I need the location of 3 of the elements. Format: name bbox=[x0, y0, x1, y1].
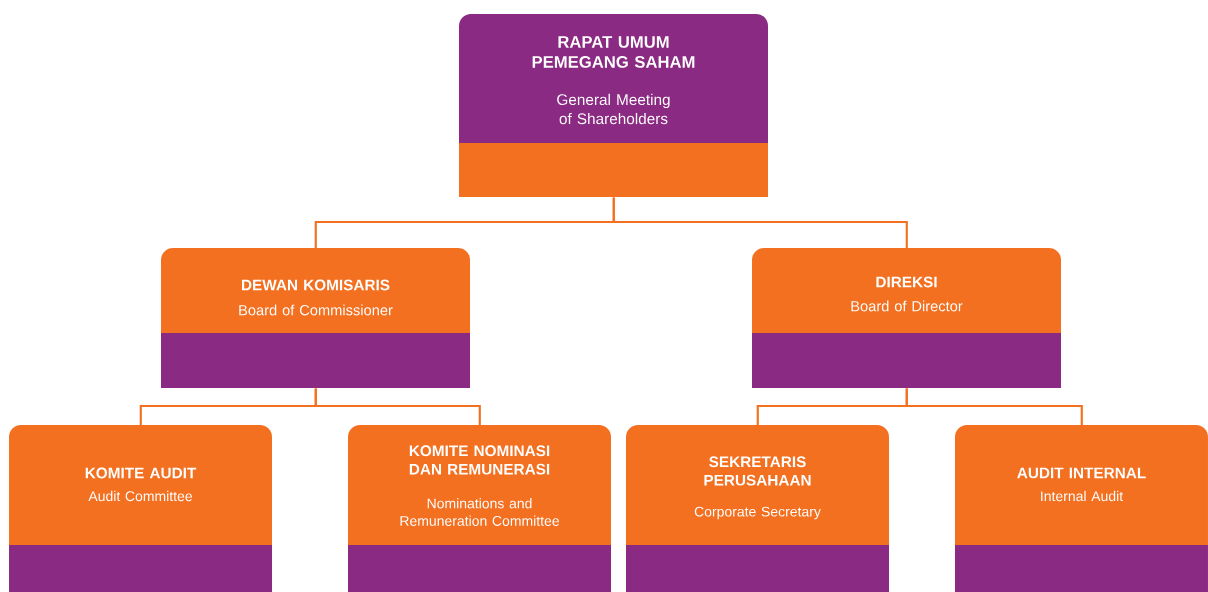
connector-line bbox=[612, 197, 908, 248]
connector-line bbox=[314, 388, 481, 425]
connector-line bbox=[905, 388, 1083, 425]
